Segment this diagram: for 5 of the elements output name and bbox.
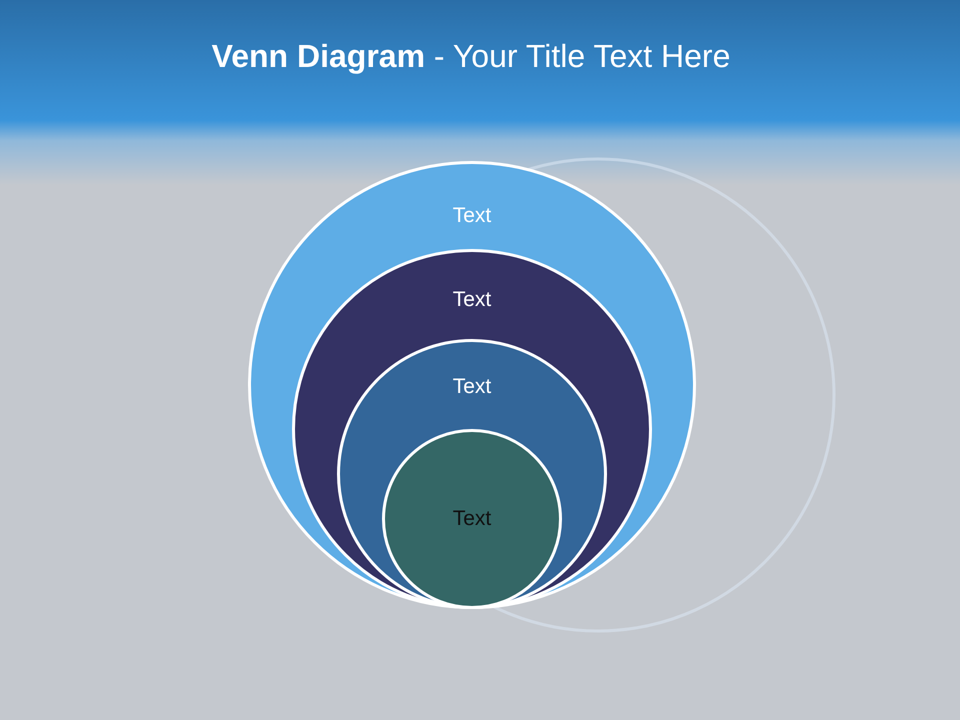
circle-label: Text bbox=[452, 507, 492, 531]
slide-title: Venn Diagram - Your Title Text Here bbox=[212, 38, 730, 74]
circle-label: Text bbox=[452, 288, 492, 312]
circle-label: Text bbox=[452, 204, 492, 228]
circle-label: Text bbox=[452, 375, 492, 399]
